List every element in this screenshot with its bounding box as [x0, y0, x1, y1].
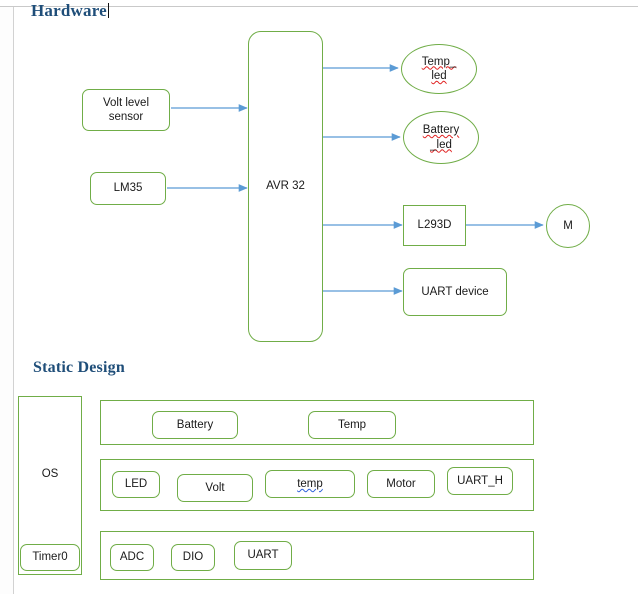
block-lm35-label: LM35: [113, 182, 143, 195]
module-motor[interactable]: Motor: [367, 470, 435, 498]
module-adc[interactable]: ADC: [110, 544, 154, 571]
module-temp-hal[interactable]: temp: [265, 470, 355, 498]
page-title-static-design: Static Design: [33, 359, 125, 376]
temp-led-line-2: led: [431, 70, 447, 82]
module-motor-label: Motor: [386, 477, 416, 490]
block-l293d-driver[interactable]: L293D: [403, 205, 466, 246]
volt-sensor-line-2: sensor: [108, 111, 144, 123]
module-temp-app-label: Temp: [337, 418, 367, 431]
module-uart-label: UART: [247, 549, 279, 562]
heading-hardware-text: Hardware: [31, 1, 107, 20]
block-avr32-label: AVR 32: [266, 180, 305, 193]
module-volt-label: Volt: [205, 481, 225, 494]
block-lm35[interactable]: LM35: [90, 172, 166, 205]
block-avr32-mcu[interactable]: AVR 32: [248, 31, 323, 342]
os-column-label: OS: [41, 468, 59, 480]
module-dio[interactable]: DIO: [171, 544, 215, 571]
module-timer0[interactable]: Timer0: [20, 544, 80, 571]
block-l293d-label: L293D: [417, 219, 452, 232]
battery-led-line-2: _led: [430, 138, 452, 151]
block-motor-label: M: [563, 219, 573, 232]
block-uart-device[interactable]: UART device: [403, 268, 507, 316]
module-battery[interactable]: Battery: [152, 411, 238, 439]
page-top-rule: [0, 6, 638, 7]
module-uart[interactable]: UART: [234, 541, 292, 570]
module-timer0-label: Timer0: [32, 551, 68, 564]
module-temp-hal-label: temp: [297, 477, 323, 490]
block-volt-level-sensor-label: Volt level sensor: [103, 96, 149, 125]
temp-led-line-1: Temp_: [421, 55, 457, 68]
block-temp-led[interactable]: Temp_ led: [401, 44, 477, 94]
block-battery-led-label: Battery _led: [423, 123, 459, 152]
battery-led-line-1: Battery: [422, 124, 460, 137]
module-uart-h[interactable]: UART_H: [447, 467, 513, 495]
block-battery-led[interactable]: Battery _led: [403, 111, 479, 164]
module-dio-label: DIO: [182, 551, 204, 564]
block-temp-led-label: Temp_ led: [422, 55, 457, 84]
clipped-text-line: [150, 0, 620, 4]
module-volt[interactable]: Volt: [177, 474, 253, 502]
block-uart-device-label: UART device: [421, 285, 489, 298]
module-led-label: LED: [124, 478, 148, 491]
page-left-margin-rule: [13, 7, 14, 594]
module-battery-label: Battery: [176, 418, 214, 431]
module-temp-app[interactable]: Temp: [308, 411, 396, 439]
page-gutter: [0, 7, 13, 594]
layer-mcal[interactable]: [100, 531, 534, 580]
module-uart-h-label: UART_H: [457, 474, 503, 487]
module-adc-label: ADC: [119, 551, 145, 564]
block-volt-level-sensor[interactable]: Volt level sensor: [82, 89, 170, 131]
block-motor[interactable]: M: [546, 204, 590, 248]
page-title-hardware: Hardware: [31, 1, 109, 21]
volt-sensor-line-1: Volt level: [102, 96, 150, 109]
text-cursor: [107, 3, 109, 18]
module-led[interactable]: LED: [112, 471, 160, 498]
